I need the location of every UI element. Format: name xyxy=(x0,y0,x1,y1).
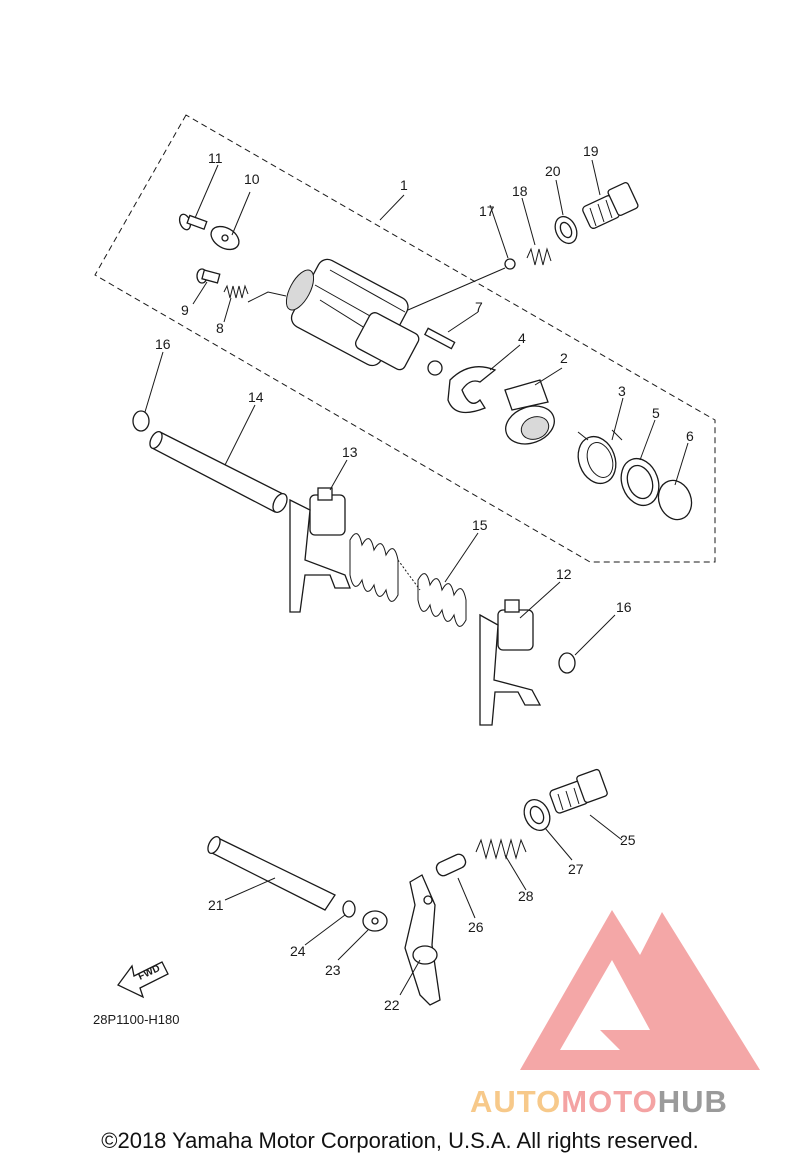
label-part-19: 19 xyxy=(583,143,599,159)
part-12-shift-fork xyxy=(479,599,542,726)
part-18-spring xyxy=(526,247,552,266)
brand-word-auto: AUTO xyxy=(470,1084,562,1119)
label-part-6: 6 xyxy=(686,428,694,444)
assembly-1-boundary xyxy=(94,114,716,563)
label-part-1: 1 xyxy=(400,177,408,193)
label-part-15: 15 xyxy=(472,517,488,533)
part-8-spring xyxy=(223,284,249,299)
label-part-27: 27 xyxy=(568,861,584,877)
label-part-26: 26 xyxy=(468,919,484,935)
part-14-shaft xyxy=(149,431,288,513)
label-part-7: 7 xyxy=(475,299,483,315)
label-part-20: 20 xyxy=(545,163,561,179)
label-part-24: 24 xyxy=(290,943,306,959)
label-part-21: 21 xyxy=(208,897,224,913)
label-part-17: 17 xyxy=(479,203,495,219)
copyright-notice: ©2018 Yamaha Motor Corporation, U.S.A. A… xyxy=(101,1128,699,1153)
part-25-plug xyxy=(549,768,608,814)
label-part-13: 13 xyxy=(342,444,358,460)
part-20-washer xyxy=(554,215,578,245)
label-part-11: 11 xyxy=(208,150,223,166)
part-6-circlip xyxy=(657,479,693,521)
part-labels: 1 2 3 4 5 6 7 8 9 10 11 12 13 14 15 16 1… xyxy=(155,143,694,1013)
part-26-pin xyxy=(435,853,467,877)
part-24-circlip xyxy=(342,900,356,918)
part-3-spring xyxy=(577,429,623,485)
shift-drum xyxy=(285,258,443,376)
part-16-circlip-a xyxy=(132,410,150,432)
label-part-18: 18 xyxy=(512,183,528,199)
label-part-23: 23 xyxy=(325,962,341,978)
part-27-washer xyxy=(523,798,551,832)
label-part-16b: 16 xyxy=(616,599,632,615)
brand-word-moto: MOTO xyxy=(561,1084,658,1119)
part-15-springs xyxy=(349,533,467,627)
part-10-plate xyxy=(210,225,240,251)
label-part-22: 22 xyxy=(384,997,400,1013)
part-5-washer xyxy=(620,457,660,507)
part-19-plug xyxy=(582,181,639,229)
part-16-circlip-b xyxy=(558,652,576,674)
label-part-16a: 16 xyxy=(155,336,171,352)
diagram-code: 28P1100-H180 xyxy=(93,1012,180,1027)
part-2-lever xyxy=(504,379,555,445)
leader-lines xyxy=(144,159,689,996)
label-part-4: 4 xyxy=(518,330,526,346)
label-part-28: 28 xyxy=(518,888,534,904)
part-13-shift-fork xyxy=(289,487,351,613)
part-21-shaft xyxy=(207,836,336,911)
label-part-14: 14 xyxy=(248,389,264,405)
label-part-9: 9 xyxy=(181,302,189,318)
label-part-25: 25 xyxy=(620,832,636,848)
brand-word-hub: HUB xyxy=(657,1084,728,1119)
label-part-3: 3 xyxy=(618,383,626,399)
part-11-screw xyxy=(178,213,208,231)
part-17-ball xyxy=(504,258,516,270)
part-28-spring xyxy=(475,838,527,860)
label-part-5: 5 xyxy=(652,405,660,421)
label-part-2: 2 xyxy=(560,350,568,366)
label-part-8: 8 xyxy=(216,320,224,336)
part-22-lever xyxy=(404,874,441,1006)
watermark-logo xyxy=(520,910,760,1070)
part-7-pin xyxy=(423,327,456,350)
fwd-arrow-icon: FWD xyxy=(117,961,169,999)
label-part-12: 12 xyxy=(556,566,572,582)
part-23-washer xyxy=(362,910,388,932)
label-part-10: 10 xyxy=(244,171,260,187)
part-4-plate xyxy=(447,366,497,414)
watermark-brand: AUTOMOTOHUB xyxy=(470,1084,790,1120)
part-9-pin xyxy=(196,268,221,284)
